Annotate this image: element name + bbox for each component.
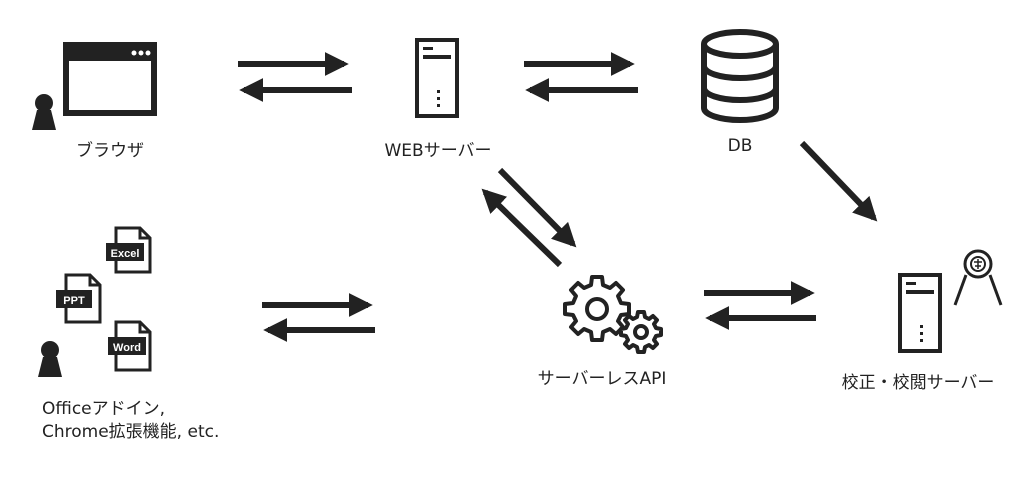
server-tower-icon [415,38,459,118]
office-user-icon [38,341,62,377]
office-label-line2: Chrome拡張機能, etc. [42,422,220,442]
word-file-icon: Word [108,320,152,372]
db-label: DB [727,136,753,156]
arrow-web-to-serverless [497,167,577,248]
ppt-file-icon: PPT [56,273,102,324]
user-icon [32,94,56,130]
browser-window-icon [63,42,157,116]
brain-person-icon [953,249,1003,306]
office-label: Officeアドイン, Chrome拡張機能, etc. [42,398,219,444]
arrow-serverless-to-web [481,188,563,268]
database-icon [701,29,779,123]
excel-file-icon: Excel [106,226,152,274]
ppt-file-label: PPT [63,295,85,307]
excel-file-label: Excel [111,248,140,260]
serverless-label: サーバーレスAPI [537,369,667,389]
web-server-label: WEBサーバー [384,141,492,161]
arrow-db-to-proofread [799,140,878,222]
word-file-label: Word [113,342,141,354]
browser-label: ブラウザ [76,141,144,161]
proofread-server-tower-icon [898,273,942,353]
office-label-line1: Officeアドイン, [42,399,166,419]
gears-icon [563,275,663,354]
proofread-label: 校正・校閲サーバー [841,373,995,393]
